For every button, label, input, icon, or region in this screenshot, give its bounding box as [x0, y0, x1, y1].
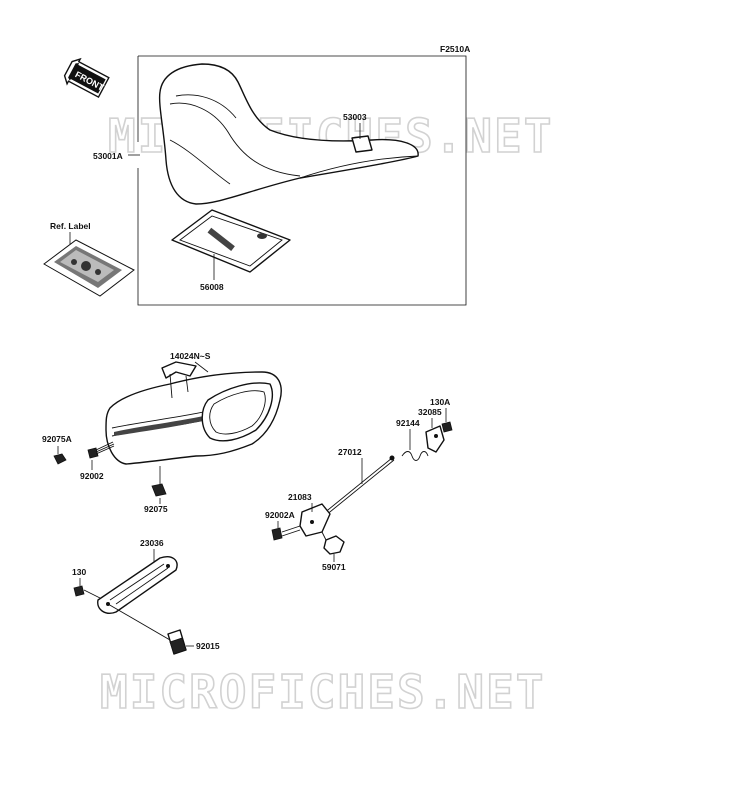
bracket-21083	[299, 503, 331, 537]
label-14024: 14024N~S	[170, 351, 211, 361]
label-56008: 56008	[200, 282, 224, 292]
tail-cover-14024	[105, 361, 282, 465]
ref-label-title: Ref. Label	[50, 221, 91, 231]
label-130: 130	[72, 567, 86, 577]
bolt-130A	[441, 421, 453, 433]
diagram-code: F2510A	[440, 44, 470, 54]
watermark-bottom: MICROFICHES.NET	[100, 665, 545, 719]
cable-27012	[317, 455, 395, 521]
label-32085: 32085	[418, 407, 442, 417]
seat-pad-53003	[351, 135, 373, 153]
nut-92075A	[53, 453, 67, 465]
label-92075: 92075	[144, 504, 168, 514]
bolt-130	[73, 585, 101, 599]
label-130A: 130A	[430, 397, 450, 407]
hook-32085	[425, 425, 445, 453]
label-53003: 53003	[343, 112, 367, 122]
nut-59071	[321, 531, 345, 555]
ref-label-sticker	[43, 239, 135, 297]
label-92002: 92002	[80, 471, 104, 481]
label-92144: 92144	[396, 418, 420, 428]
manual-56008	[171, 209, 291, 273]
bolt-92002A	[271, 525, 301, 541]
nut-92075	[151, 483, 167, 497]
seat-53001A	[158, 63, 419, 205]
label-92002A: 92002A	[265, 510, 295, 520]
spring-92144	[401, 451, 429, 461]
label-59071: 59071	[322, 562, 346, 572]
bolt-92002	[87, 441, 115, 459]
label-53001A: 53001A	[93, 151, 123, 161]
label-21083: 21083	[288, 492, 312, 502]
label-23036: 23036	[140, 538, 164, 548]
seat-assembly-box	[137, 55, 467, 306]
label-92015: 92015	[196, 641, 220, 651]
label-92075A: 92075A	[42, 434, 72, 444]
label-27012: 27012	[338, 447, 362, 457]
front-arrow-icon: FRONT	[63, 57, 110, 99]
clip-92015	[107, 603, 187, 655]
